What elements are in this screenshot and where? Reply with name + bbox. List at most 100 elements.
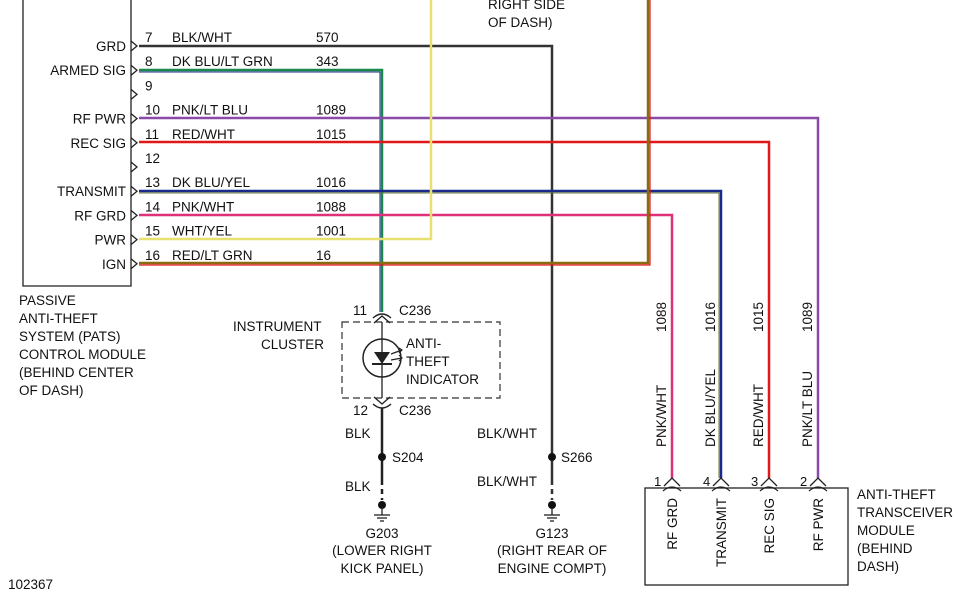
pin-wire-color: DK BLU/LT GRN [172,54,273,69]
wire-color-label: BLK [345,479,371,494]
pin-wire-color: RED/LT GRN [172,248,253,263]
transceiver-desc-line: TRANSCEIVER [857,505,953,520]
pin-wire-color: PNK/LT BLU [172,103,248,118]
indicator-label-line: THEFT [406,354,450,369]
pats-desc-line: PASSIVE [19,293,76,308]
transceiver-pin-name: TRANSMIT [714,498,729,567]
pin-chevron-icon [130,137,139,149]
transceiver-outline [644,487,849,586]
ground-id: G203 [365,526,398,541]
pin-number: 10 [145,103,160,118]
wire-color-label: BLK [345,426,371,441]
ground-right: BLK/WHT S266 BLK/WHT G123 (RIGHT REAR OF… [477,426,607,576]
pin-number: 15 [145,224,160,239]
wire-343 [139,68,384,312]
ground-location-line: (LOWER RIGHT [332,543,432,558]
pin-chevron-icon [130,113,139,125]
connector-chevron-icon [760,477,778,487]
connector-chevron-icon [373,315,391,324]
transceiver-circuit-number: 1088 [654,302,669,332]
pin-number: 16 [145,248,160,263]
wire-color-label: BLK/WHT [477,474,537,489]
pin-name: PWR [95,233,127,248]
connector-chevron-icon [663,477,681,487]
pin-circuit-number: 1016 [316,175,346,190]
transceiver-description: ANTI-THEFT TRANSCEIVER MODULE (BEHIND DA… [857,487,953,574]
wire-1088 [139,213,674,478]
wire-1016 [139,189,723,478]
pin-name: IGN [102,257,126,272]
splice-dot-icon [378,453,386,461]
connector-arc-icon [711,486,731,492]
cluster-name-line: INSTRUMENT [233,319,322,334]
ground-id: G123 [535,526,568,541]
pin-chevron-icon [130,234,139,246]
pin-number: 11 [145,127,159,142]
pin-name: ARMED SIG [50,63,126,78]
module-pin: TRANSMIT 13 DK BLU/YEL 1016 [57,175,346,199]
pin-name: RF GRD [74,208,126,223]
connector-chevron-icon [373,396,391,405]
pats-desc-line: CONTROL MODULE [19,347,146,362]
transceiver-wire-color: PNK/WHT [654,385,669,447]
pin-chevron-icon [130,185,139,197]
pin-number: 12 [145,151,160,166]
ground-point-icon [548,501,556,509]
indicator-label-line: ANTI- [406,336,441,351]
pin-number: 8 [145,54,153,69]
pin-wire-color: RED/WHT [172,127,235,142]
transceiver-desc-line: MODULE [857,523,915,538]
cluster-bottom-pin-number: 12 [353,403,368,418]
splice-label: S266 [561,450,593,465]
indicator-label-line: INDICATOR [406,372,479,387]
pin-number: 13 [145,175,160,190]
transceiver-desc-line: ANTI-THEFT [857,487,936,502]
top-location-note: RIGHT SIDE OF DASH) [488,0,565,30]
pin-wire-color: DK BLU/YEL [172,175,251,190]
module-pin: 9 [130,78,153,100]
splice-label: S204 [392,450,424,465]
wire-1001 [139,0,433,241]
ground-location-line: (RIGHT REAR OF [497,543,607,558]
pin-chevron-icon [130,161,139,173]
transceiver-pin-name: RF GRD [665,498,680,550]
transceiver-pin-number: 2 [800,474,807,489]
pin-circuit-number: 570 [316,30,339,45]
transceiver-circuit-number: 1016 [703,302,718,332]
transceiver-pin-number: 4 [703,474,710,489]
wires [139,0,820,478]
transceiver-desc-line: (BEHIND [857,541,913,556]
pats-module-description: PASSIVE ANTI-THEFT SYSTEM (PATS) CONTROL… [19,293,146,398]
pin-name: TRANSMIT [57,184,126,199]
wire-1015 [139,140,771,478]
pin-circuit-number: 1015 [316,127,346,142]
pin-circuit-number: 16 [316,248,331,263]
pin-circuit-number: 1088 [316,199,346,214]
pin-chevron-icon [130,258,139,270]
transceiver-wire-color: RED/WHT [751,384,766,447]
transceiver-pin-name: RF PWR [811,498,826,551]
pin-name: GRD [96,39,126,54]
transceiver-wire-color: PNK/LT BLU [800,371,815,447]
cluster-top-connector: C236 [399,303,431,318]
transceiver-desc-line: DASH) [857,559,899,574]
pats-module-outline [22,0,132,287]
pin-chevron-icon [130,88,139,100]
cluster-top-pin-number: 11 [353,303,367,318]
transceiver-pin-number: 3 [751,474,758,489]
pin-chevron-icon [130,64,139,76]
module-pin: 12 [130,151,160,173]
pin-name: RF PWR [73,112,126,127]
ground-symbol-icon [544,509,560,522]
top-note-line: OF DASH) [488,15,553,30]
